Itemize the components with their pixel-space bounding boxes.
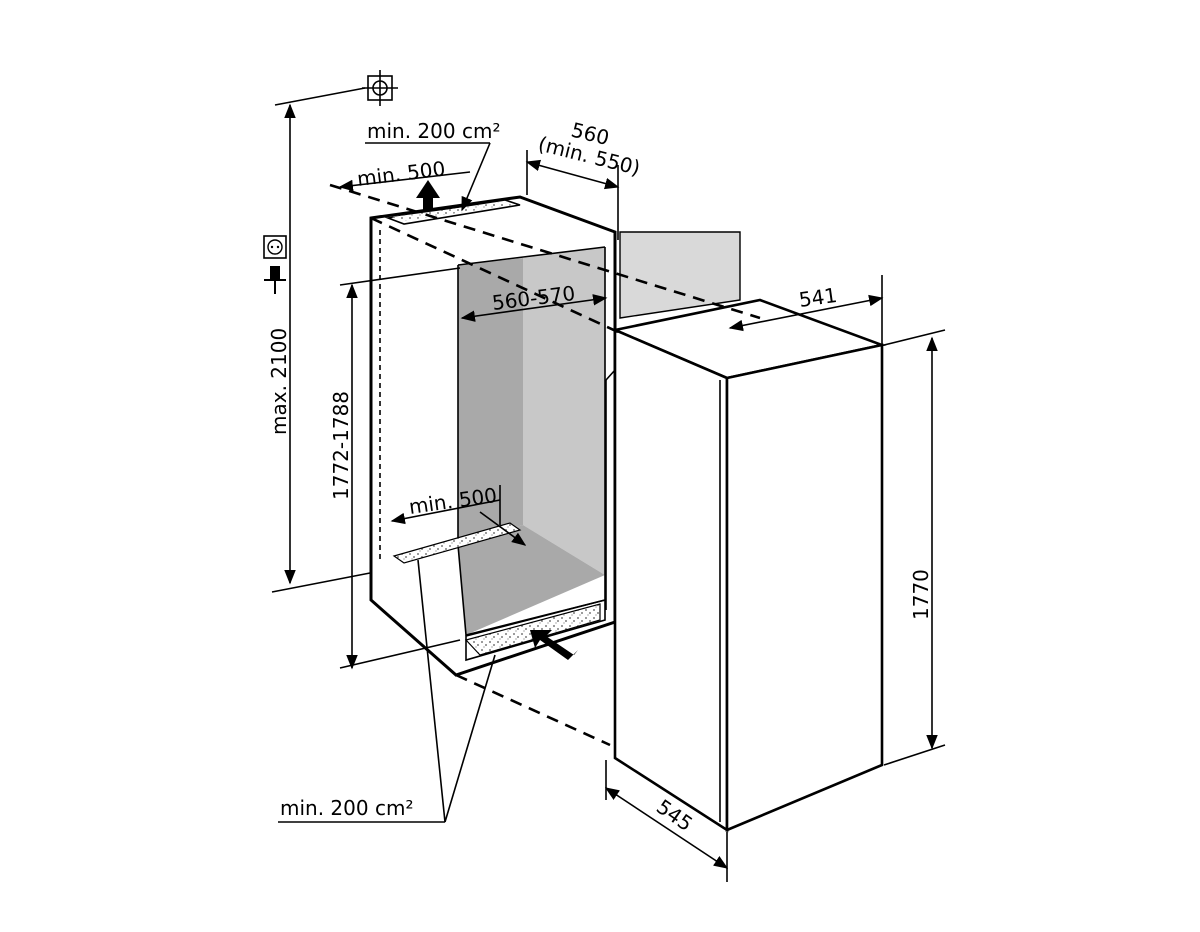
label-appliance-height: 1770 xyxy=(909,569,933,620)
airflow-up-arrow xyxy=(416,180,440,210)
top-vent-leader xyxy=(461,142,491,212)
dim-appliance-height xyxy=(883,329,946,766)
plinth xyxy=(465,598,606,662)
top-dash-line xyxy=(329,183,761,320)
bottom-vent-leader-2 xyxy=(444,654,496,823)
bottom-vent-leader-1 xyxy=(417,559,446,823)
appliance xyxy=(605,298,887,833)
dim-appliance-depth xyxy=(604,760,729,882)
airflow-in-arrow xyxy=(530,630,578,660)
dim-bottom-distance xyxy=(390,485,527,546)
niche-floor xyxy=(458,525,605,635)
dim-niche-width xyxy=(525,150,620,240)
socket-icon xyxy=(263,235,287,259)
plug-icon xyxy=(264,266,286,294)
bottom-dash-line xyxy=(455,673,611,747)
label-niche-height: 1772-1788 xyxy=(329,391,353,500)
dim-inner-width xyxy=(460,294,608,322)
dim-appliance-width xyxy=(728,275,884,345)
label-max-height: max. 2100 xyxy=(267,328,291,435)
crosshair-icon xyxy=(362,70,398,106)
niche-interior xyxy=(458,258,523,545)
dim-niche-height xyxy=(339,267,461,670)
bottom-vent-front xyxy=(464,603,601,656)
appliance-edge xyxy=(605,369,616,381)
niche-top-edge xyxy=(457,246,606,266)
dim-top-distance xyxy=(338,171,471,192)
niche-opening xyxy=(457,247,606,637)
top-vent-speckle xyxy=(392,202,512,221)
appliance-front xyxy=(725,343,884,832)
bottom-vent-back xyxy=(392,522,522,564)
niche-interior-right xyxy=(523,247,605,575)
label-top-vent: min. 200 cm² xyxy=(367,119,500,143)
label-appliance-width: 541 xyxy=(797,283,838,312)
niche-cabinet xyxy=(369,195,617,677)
label-top-distance: min. 500 xyxy=(356,156,447,191)
label-bottom-vent: min. 200 cm² xyxy=(280,796,413,820)
appliance-side xyxy=(613,328,729,833)
